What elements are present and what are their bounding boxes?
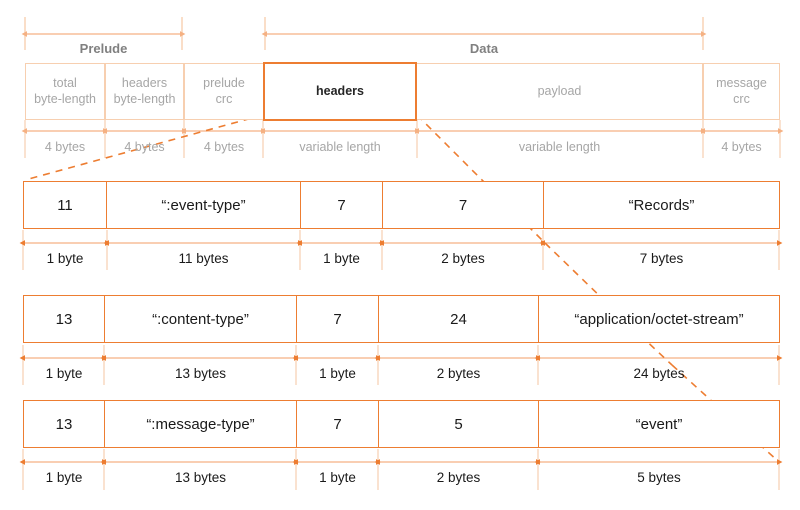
section-caption-data: Data [469, 41, 499, 56]
frame-cell-line1: payload [537, 83, 582, 98]
header-row-cell[interactable]: 7 [296, 400, 379, 448]
header-row-size-label: 1 byte [46, 251, 84, 266]
section-caption-prelude: Prelude [79, 41, 128, 56]
header-row-cell[interactable]: 13 [23, 400, 105, 448]
cell-value: 7 [337, 196, 346, 214]
cell-value: 11 [57, 196, 73, 214]
header-row-cell[interactable]: 7 [300, 181, 383, 229]
header-row-cell[interactable]: 11 [23, 181, 107, 229]
header-row-size-label: 1 byte [319, 366, 356, 381]
frame-cell-line2: crc [733, 91, 750, 106]
header-row-cell[interactable]: “event” [538, 400, 780, 448]
header-row-cell[interactable]: “:content-type” [104, 295, 297, 343]
cell-value: 13 [55, 310, 73, 328]
header-row-size-label: 13 bytes [174, 366, 227, 381]
header-row-cell[interactable]: “Records” [543, 181, 780, 229]
frame-cell-total-byte-length[interactable]: total byte-length [25, 63, 105, 120]
cell-value: “Records” [628, 196, 695, 214]
cell-value: “:message-type” [146, 415, 255, 433]
frame-cell-line1: message [716, 75, 767, 90]
cell-value: 7 [333, 310, 342, 328]
header-row-cell[interactable]: 24 [378, 295, 539, 343]
cell-value: “application/octet-stream” [574, 310, 744, 328]
header-row-size-label: 2 bytes [436, 366, 481, 381]
frame-cell-line1: headers [316, 83, 364, 98]
header-row-size-label: 2 bytes [441, 251, 485, 266]
header-row-size-label: 13 bytes [174, 470, 227, 485]
header-row-size-label: 1 byte [45, 470, 83, 485]
header-row-size-label: 11 bytes [178, 251, 229, 266]
cell-value: 5 [454, 415, 463, 433]
frame-cell-payload[interactable]: payload [416, 63, 703, 120]
frame-size-label: 4 bytes [203, 140, 245, 154]
cell-value: 13 [55, 415, 73, 433]
header-row-size-label: 5 bytes [637, 470, 681, 485]
frame-cell-headers[interactable]: headers [263, 62, 417, 121]
cell-value: 24 [450, 310, 467, 328]
header-row-size-label: 2 bytes [436, 470, 481, 485]
header-row-cell[interactable]: “:message-type” [104, 400, 297, 448]
frame-cell-line2: byte-length [113, 91, 176, 106]
frame-cell-line2: byte-length [34, 91, 96, 106]
header-row-size-label: 7 bytes [639, 251, 684, 266]
header-row-size-label: 1 byte [45, 366, 83, 381]
frame-size-label: variable length [518, 140, 601, 154]
header-row-size-label: 24 bytes [633, 366, 685, 381]
cell-value: “:content-type” [152, 310, 249, 328]
header-row-size-label: 1 byte [323, 251, 360, 266]
header-row-cell[interactable]: “application/octet-stream” [538, 295, 780, 343]
frame-cell-headers-byte-length[interactable]: headers byte-length [105, 63, 184, 120]
header-row-cell[interactable]: 13 [23, 295, 105, 343]
cell-value: 7 [458, 196, 468, 214]
cell-value: “event” [635, 415, 683, 433]
frame-cell-line1: headers [121, 75, 168, 90]
header-row-cell[interactable]: 7 [382, 181, 544, 229]
frame-size-label: 4 bytes [124, 140, 165, 154]
header-row-cell[interactable]: “:event-type” [106, 181, 301, 229]
frame-cell-line1: prelude [203, 75, 245, 90]
frame-cell-prelude-crc[interactable]: prelude crc [184, 63, 264, 120]
frame-cell-message-crc[interactable]: message crc [703, 63, 780, 120]
header-row-cell[interactable]: 7 [296, 295, 379, 343]
frame-size-label: variable length [299, 140, 381, 154]
header-row-cell[interactable]: 5 [378, 400, 539, 448]
frame-size-label: 4 bytes [721, 140, 762, 154]
frame-cell-line1: total [53, 75, 77, 90]
frame-cell-line2: crc [215, 91, 233, 106]
header-row-size-label: 1 byte [319, 470, 356, 485]
cell-value: 7 [333, 415, 342, 433]
cell-value: “:event-type” [161, 196, 246, 214]
frame-size-label: 4 bytes [44, 140, 86, 154]
